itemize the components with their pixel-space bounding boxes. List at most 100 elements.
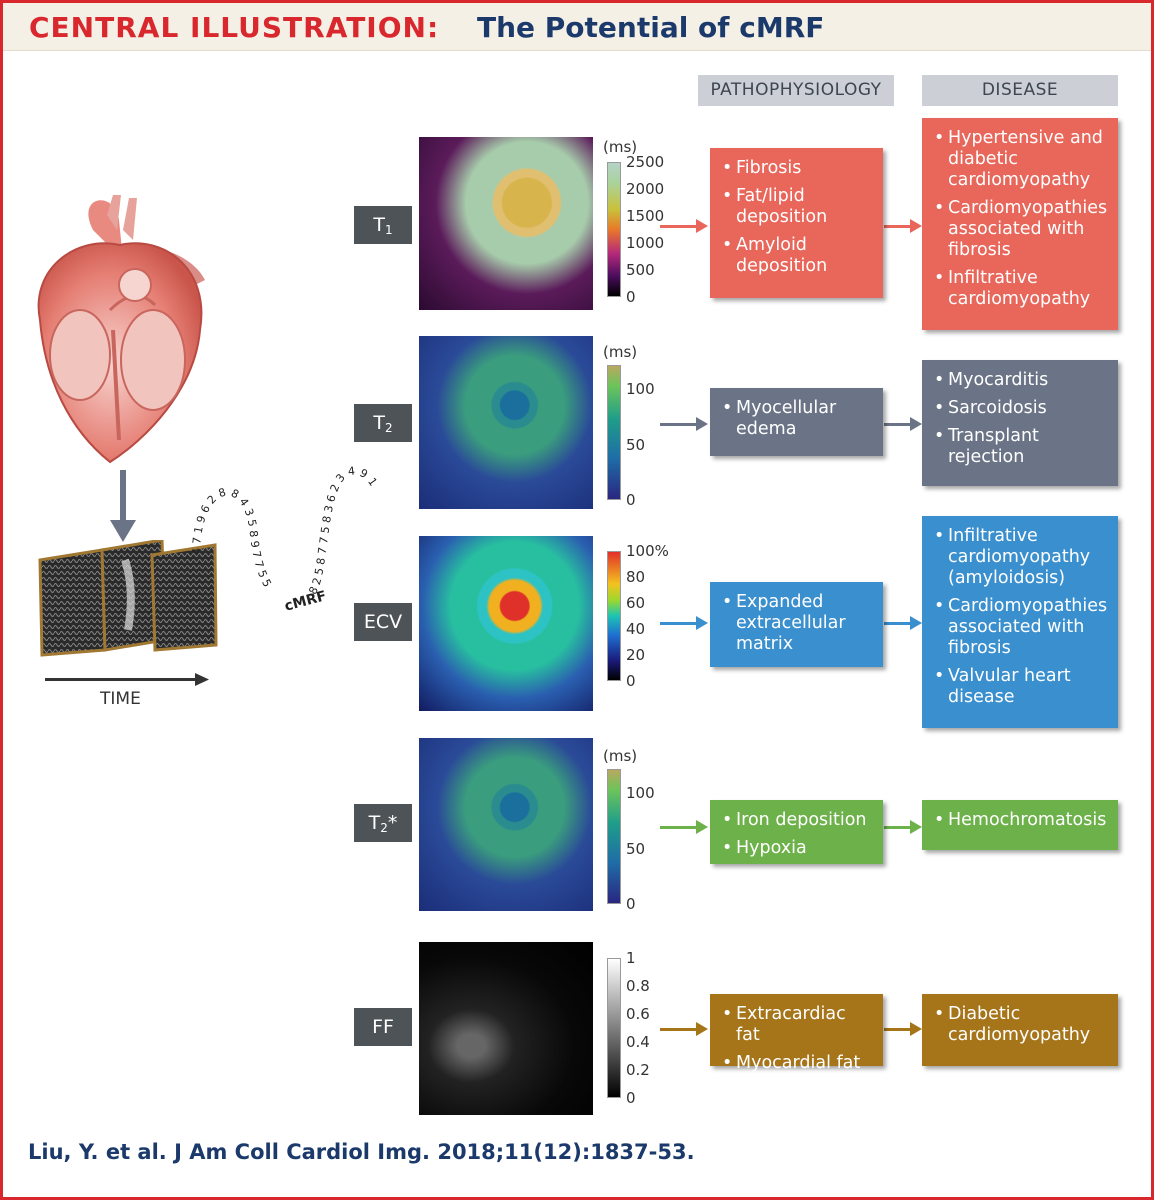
colorbar-tick: 0 [626,491,636,509]
colorbar-tick: 500 [626,261,655,279]
parameter-tag-subscript: 2 [384,421,393,435]
parameter-tag-subscript: 1 [384,223,393,237]
patho-item: Fibrosis [722,158,875,179]
citation: Liu, Y. et al. J Am Coll Cardiol Img. 20… [28,1140,695,1164]
colorbar-tick: 0.8 [626,977,650,995]
time-arrow [45,673,209,686]
patho-item: Expanded extracellular matrix [722,592,875,655]
sequence-text-1: 4 7 1 9 6 2 8 8 4 3 5 8 9 7 7 5 5 [190,486,274,590]
patho-item: Fat/lipid deposition [722,186,875,228]
arrow-to-disease [884,219,922,233]
colorbar-tick: 100% [626,542,669,560]
disease-item: Valvular heart disease [934,666,1110,708]
colorbar-tick: 0 [626,895,636,913]
disease-box-2: MyocarditisSarcoidosisTransplant rejecti… [922,360,1118,486]
patho-box-5: Extracardiac fatMyocardial fat [710,994,883,1074]
heart-illustration [37,195,205,464]
parameter-tag-5: FF [354,1008,412,1046]
disease-item: Hypertensive and diabetic cardiomyopathy [934,128,1110,191]
colorbar-5 [607,958,621,1098]
parameter-map-5 [419,942,593,1115]
arrow-to-pathophysiology [660,417,708,431]
column-header-disease: DISEASE [922,75,1118,106]
disease-box-5: Diabetic cardiomyopathy [922,994,1118,1066]
arrow-to-disease [884,417,922,431]
colorbar-tick: 80 [626,568,646,586]
colorbar-tick: 0 [626,288,636,306]
colorbar-tick: 0.2 [626,1061,650,1079]
colorbar-unit: (ms) [603,138,638,156]
parameter-tag-3: ECV [354,603,412,641]
cmrf-label: cMRF [283,588,328,614]
patho-item: Myocellular edema [722,398,875,440]
disease-box-4: Hemochromatosis [922,800,1118,850]
time-frames [38,540,218,657]
parameter-tag-text: ECV [363,611,403,633]
colorbar-tick: 1500 [626,207,665,225]
disease-box-3: Infiltrative cardiomyopathy (amyloidosis… [922,516,1118,728]
colorbar-tick: 0.6 [626,1005,650,1023]
parameter-tag-text: T [373,214,385,236]
colorbar-tick: 2500 [626,153,665,171]
parameter-map-1 [419,137,593,310]
disease-item: Cardiomyopathies associated with fibrosi… [934,198,1110,261]
sequence-text-2: 8 2 5 8 7 7 5 8 3 6 2 3 4 9 1 [306,464,379,596]
svg-text:4 7 1 9 6 2 8 8 4 3 5 8 9 7 7: 4 7 1 9 6 2 8 8 4 3 5 8 9 7 7 5 5 [190,486,274,590]
colorbar-tick: 60 [626,594,646,612]
down-arrow [110,470,136,542]
column-header-pathophysiology: PATHOPHYSIOLOGY [698,75,894,106]
disease-item: Diabetic cardiomyopathy [934,1004,1110,1046]
disease-item: Hemochromatosis [934,810,1110,831]
colorbar-tick: 50 [626,839,646,858]
colorbar-tick: 20 [626,646,646,664]
colorbar-unit: (ms) [603,747,638,765]
disease-item: Myocarditis [934,370,1110,391]
disease-item: Infiltrative cardiomyopathy [934,268,1110,310]
parameter-tag-1: T1 [354,206,412,244]
disease-item: Sarcoidosis [934,398,1110,419]
patho-item: Myocardial fat [722,1053,875,1074]
arrow-to-disease [884,820,922,834]
colorbar-tick: 100 [626,380,655,399]
patho-box-4: Iron depositionHypoxia [710,800,883,864]
parameter-tag-superscript: * [387,812,398,834]
colorbar-3 [607,551,621,681]
colorbar-tick: 1 [626,949,636,967]
colorbar-tick: 0 [626,1089,636,1107]
cmrf-wave: 4 7 1 9 6 2 8 8 4 3 5 8 9 7 7 5 5 cMRF 8… [190,464,380,614]
arrow-to-disease [884,1022,922,1036]
patho-box-3: Expanded extracellular matrix [710,582,883,667]
parameter-tag-subscript: 2 [380,821,388,835]
colorbar-1 [607,162,621,297]
patho-item: Amyloid deposition [722,235,875,277]
arrow-to-pathophysiology [660,219,708,233]
header-label: CENTRAL ILLUSTRATION: [29,11,440,44]
disease-item: Cardiomyopathies associated with fibrosi… [934,596,1110,659]
colorbar-tick: 0 [626,672,636,690]
parameter-map-4 [419,738,593,911]
patho-item: Extracardiac fat [722,1004,875,1046]
colorbar-2 [607,365,621,500]
time-label: TIME [100,689,141,709]
parameter-tag-text: T [368,812,381,834]
parameter-tag-text: FF [372,1016,394,1038]
arrow-to-pathophysiology [660,820,708,834]
patho-item: Iron deposition [722,810,875,831]
arrow-to-disease [884,616,922,630]
colorbar-tick: 2000 [626,180,665,198]
colorbar-tick: 1000 [626,234,665,252]
colorbar-unit: (ms) [603,343,638,361]
colorbar-tick: 50 [626,435,646,454]
disease-box-1: Hypertensive and diabetic cardiomyopathy… [922,118,1118,330]
patho-box-2: Myocellular edema [710,388,883,456]
colorbar-tick: 100 [626,784,655,803]
patho-box-1: FibrosisFat/lipid depositionAmyloid depo… [710,148,883,298]
parameter-tag-text: T [373,412,385,434]
parameter-map-2 [419,336,593,509]
colorbar-tick: 40 [626,620,646,638]
colorbar-tick: 0.4 [626,1033,650,1051]
disease-item: Transplant rejection [934,426,1110,468]
svg-text:8 2 5 8 7 7 5 8 3 6 2 3 4 9 1: 8 2 5 8 7 7 5 8 3 6 2 3 4 9 1 [306,464,379,596]
parameter-tag-4: T2* [354,804,412,842]
